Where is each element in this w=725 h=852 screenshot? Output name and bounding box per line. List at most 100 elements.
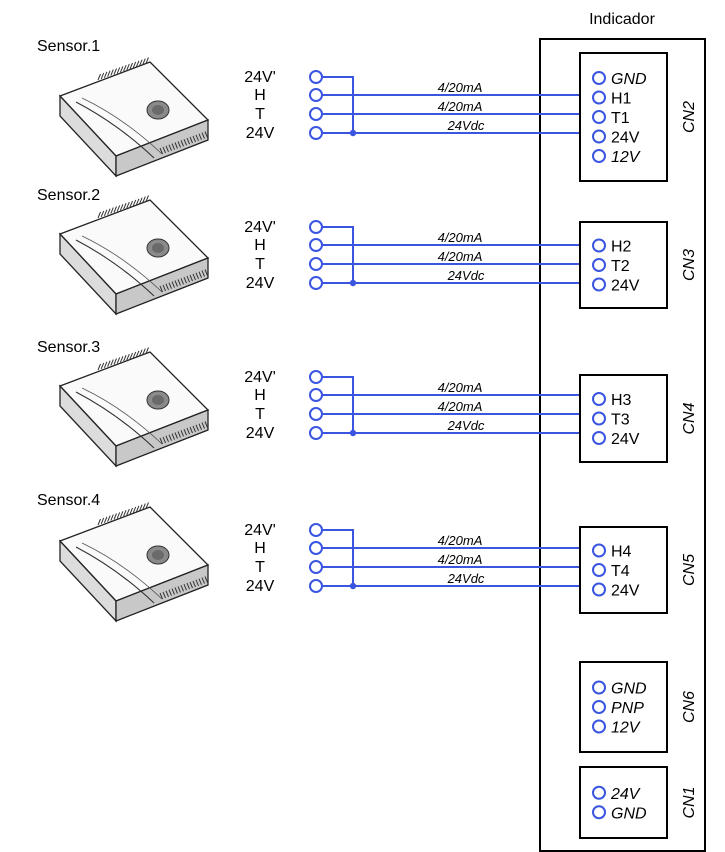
- sensor-ridge: [75, 391, 155, 449]
- indicator-panel: [539, 38, 706, 852]
- sensor-vent: [186, 582, 190, 590]
- sensor-vent: [183, 429, 187, 436]
- indicator-title: Indicador: [589, 11, 655, 28]
- sensor-vent: [119, 511, 124, 518]
- sensor-vent: [195, 579, 199, 586]
- wire-signal-label: 4/20mA: [438, 552, 483, 567]
- connector-cn4-name: CN4: [681, 402, 698, 434]
- connector-terminal: [592, 258, 606, 272]
- wire-signal-label: 4/20mA: [438, 399, 483, 414]
- connector-pin-label: PNP: [611, 700, 644, 717]
- sensor-ridge: [81, 235, 163, 293]
- sensor-terminal: [309, 541, 323, 555]
- connector-pin-label: T4: [611, 563, 630, 580]
- sensor-vent: [180, 430, 184, 437]
- sensor-vent: [180, 140, 184, 147]
- sensor-vent: [107, 515, 111, 522]
- sensor-terminal: [309, 238, 323, 252]
- sensor-vent: [142, 503, 146, 510]
- sensor-terminal: [309, 370, 323, 384]
- sensor-vent: [198, 423, 202, 430]
- sensor-vent: [195, 272, 199, 279]
- sensor-3-image: [58, 347, 210, 468]
- sensor-1-image: [58, 57, 210, 178]
- sensor-vent: [126, 201, 130, 209]
- sensor-vent: [123, 203, 127, 210]
- sensor-vent: [198, 271, 202, 278]
- sensor-vent: [139, 349, 143, 356]
- sensor-pin-label: T: [255, 256, 265, 273]
- sensor-terminal: [309, 388, 323, 402]
- wire-signal-label: 24Vdc: [447, 571, 485, 586]
- sensor-vent: [174, 432, 178, 439]
- sensor-vent: [183, 139, 187, 146]
- connector-terminal: [592, 582, 606, 597]
- sensor-ridge: [81, 542, 163, 600]
- connector-pin-label: GND: [611, 681, 647, 698]
- sensor-vent: [142, 348, 146, 355]
- sensor-vent: [171, 143, 175, 150]
- sensor-vent: [139, 504, 143, 511]
- sensor-vent: [135, 60, 140, 67]
- sensor-terminal: [309, 426, 323, 440]
- sensor-vent: [201, 577, 205, 584]
- sensor-vent: [165, 283, 169, 290]
- sensor-right-face: [115, 564, 209, 622]
- sensor-vent: [116, 512, 121, 519]
- sensor-vent: [145, 195, 149, 202]
- wire-signal-label: 24Vdc: [447, 268, 485, 283]
- sensor-vent: [171, 588, 175, 595]
- connector-cn2-name: CN2: [681, 101, 698, 133]
- sensor-vent: [189, 136, 193, 144]
- sensor-terminal: [309, 276, 323, 290]
- connector-pin-label: H2: [611, 239, 632, 256]
- sensor-vent: [113, 358, 117, 365]
- connector-terminal: [592, 719, 606, 734]
- sensor-vent: [171, 433, 175, 440]
- sensor-vent: [192, 273, 196, 281]
- sensor-vent: [107, 360, 111, 367]
- sensor-pin-label: 24V': [244, 522, 276, 539]
- sensor-vent: [97, 363, 101, 371]
- sensor-vent: [142, 196, 146, 203]
- sensor-vent: [135, 198, 140, 205]
- sensor-terminal: [309, 523, 323, 537]
- connector-terminal: [592, 129, 606, 144]
- sensor-1-name: Sensor.1: [37, 38, 100, 55]
- sensor-vent: [132, 351, 137, 359]
- connector-cn1-box: [579, 766, 668, 839]
- sensor-vent: [126, 63, 130, 71]
- sensor-4-name: Sensor.4: [37, 492, 100, 509]
- sensor-vent: [159, 147, 163, 155]
- wire-signal-label: 4/20mA: [438, 99, 483, 114]
- connector-pin-label: GND: [611, 805, 647, 822]
- sensor-vent: [189, 426, 193, 434]
- connector-cn3-name: CN3: [681, 249, 698, 281]
- connector-cn1-name: CN1: [681, 786, 698, 818]
- connector-pin-label: 12V: [611, 149, 641, 166]
- sensor-ridge: [81, 97, 163, 155]
- sensor-vent: [177, 279, 181, 286]
- sensor-pin-label: H: [254, 540, 266, 557]
- sensor-vent: [201, 132, 205, 139]
- sensor-vent: [110, 207, 114, 214]
- sensor-vent: [123, 510, 127, 517]
- connector-terminal: [592, 277, 606, 292]
- wire-signal-label: 4/20mA: [438, 230, 483, 245]
- sensor-vent: [168, 589, 172, 596]
- sensor-pin-label: 24V: [246, 275, 275, 292]
- connector-pin-label: T2: [611, 258, 630, 275]
- connector-terminal: [592, 785, 606, 800]
- sensor-vent: [132, 61, 137, 69]
- sensor-ridge: [75, 101, 155, 159]
- sensor-vent: [142, 58, 146, 65]
- sensor-vent: [113, 206, 117, 213]
- sensor-vent: [201, 422, 205, 429]
- sensor-vent: [103, 209, 108, 216]
- connector-pin-label: 12V: [611, 720, 641, 737]
- sensor-vent: [159, 592, 163, 600]
- sensor-vent: [174, 587, 178, 594]
- sensor-right-face: [115, 409, 209, 467]
- sensor-vent: [103, 361, 108, 368]
